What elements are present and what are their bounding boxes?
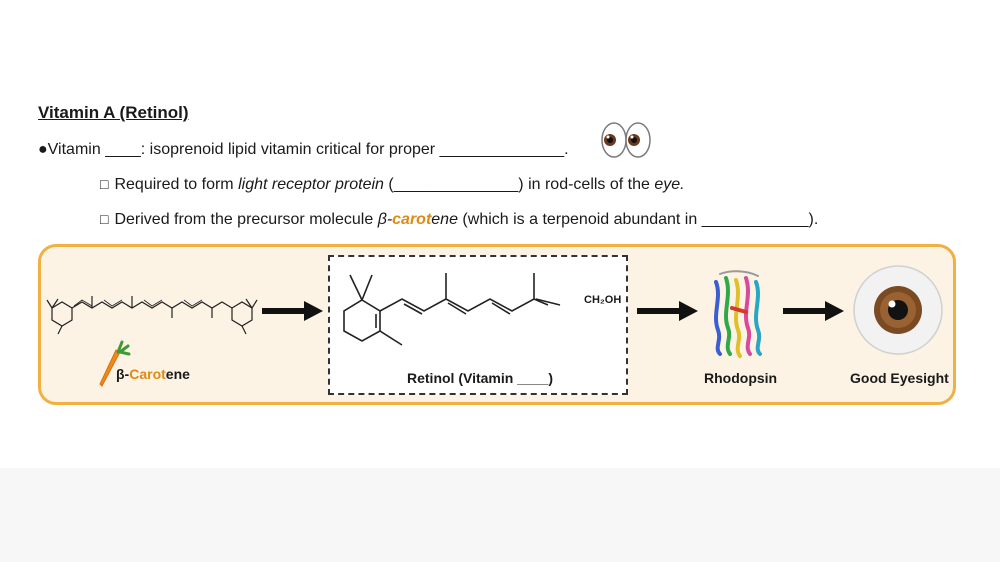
eye-word: eye <box>654 176 681 193</box>
vitamin-line: ●Vitamin ____: isoprenoid lipid vitamin … <box>38 141 569 159</box>
rhodopsin-label: Rhodopsin <box>704 370 778 386</box>
derived-prefix: Derived from the precursor molecule <box>114 211 378 228</box>
page-title: Vitamin A (Retinol) <box>38 103 189 122</box>
rod-cells-text: ) in rod-cells of the <box>518 176 655 193</box>
beta-symbol: β- <box>116 366 130 382</box>
checkbox-bullet: □ <box>100 176 109 192</box>
vitamin-description: : isoprenoid lipid vitamin critical for … <box>140 141 440 158</box>
precursor-line: □ Derived from the precursor molecule β-c… <box>100 211 818 229</box>
bottom-band <box>0 468 1000 562</box>
rhodopsin-line: □ Required to form light receptor protein… <box>100 176 685 194</box>
vitamin-prefix: Vitamin <box>47 141 106 158</box>
terpenoid-text: (which is a terpenoid abundant in <box>457 211 702 228</box>
period: . <box>564 141 569 158</box>
protein-structure-icon <box>714 270 762 358</box>
light-receptor-protein: light receptor protein <box>238 176 384 193</box>
protein-blank: ______________ <box>393 176 519 193</box>
right-arrow-icon <box>637 301 698 321</box>
carot-highlight: carot <box>392 211 432 228</box>
beta-carotene-structure <box>46 296 258 335</box>
source-blank: ____________ <box>701 211 809 228</box>
close-paren: ). <box>808 211 819 228</box>
retinol-label: Retinol (Vitamin ____) <box>407 370 554 386</box>
retinol-box <box>328 255 628 395</box>
required-prefix: Required to form <box>114 176 239 193</box>
right-arrow-icon <box>783 301 844 321</box>
eyesight-label: Good Eyesight <box>850 370 949 386</box>
period: . <box>680 176 685 193</box>
paren-open: ( <box>383 176 394 193</box>
bullet: ● <box>38 141 48 158</box>
retinol-structure <box>343 273 561 346</box>
carotene-label: β-Carotene <box>116 366 190 382</box>
ene-suffix: ene <box>431 211 458 228</box>
right-arrow-icon <box>262 301 323 321</box>
function-blank: ______________ <box>439 141 565 158</box>
beta-prefix: β- <box>377 211 393 228</box>
ene-text: ene <box>165 366 190 382</box>
carrot-icon <box>99 340 131 387</box>
eyes-emoji-icon <box>601 122 651 158</box>
eye-icon <box>853 265 943 355</box>
vitamin-blank: ____ <box>105 141 141 158</box>
ch2oh-label: CH₂OH <box>584 294 622 306</box>
checkbox-bullet: □ <box>100 211 109 227</box>
carot-orange: Carot <box>129 366 166 382</box>
